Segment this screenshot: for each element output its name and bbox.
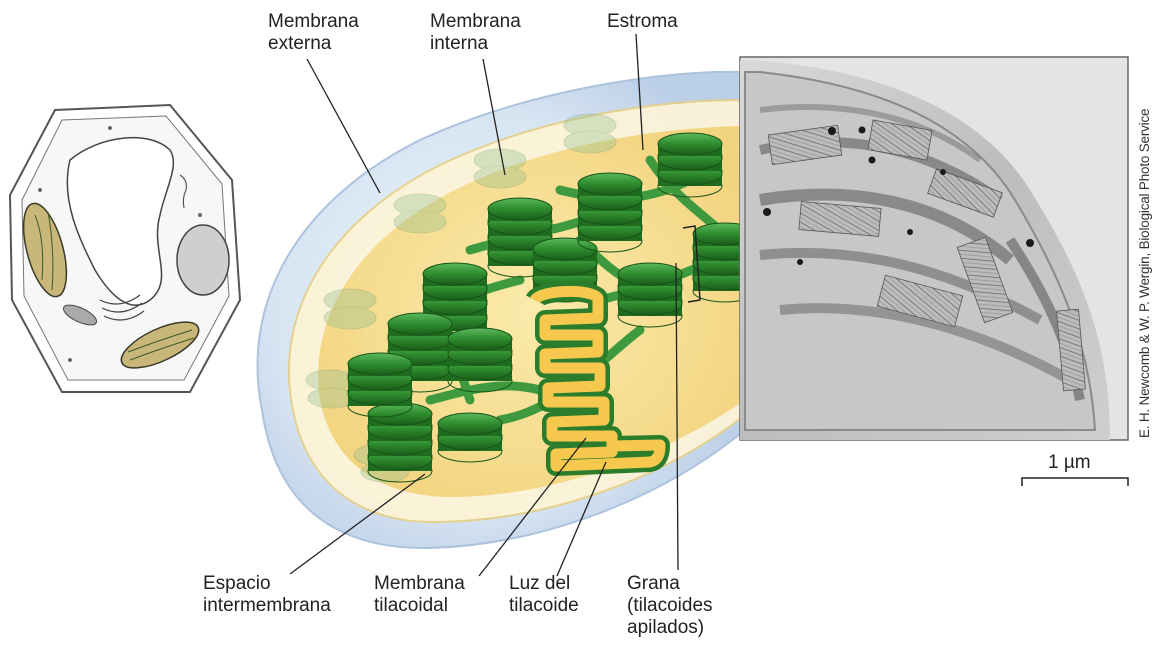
label-granum: Grana (tilacoides apilados): [627, 573, 713, 639]
thylakoid-disc: [448, 328, 512, 350]
thylakoid-disc: [658, 133, 722, 155]
chloroplast-illustration: [258, 72, 757, 548]
photo-credit: E. H. Newcomb & W. P. Wergin, Biological…: [1137, 109, 1152, 438]
scale-bar-label: 1 µm: [1048, 452, 1091, 474]
label-thylakoid-membrane: Membrana tilacoidal: [374, 573, 465, 617]
thylakoid-disc: [348, 353, 412, 375]
scale-bar: [1022, 478, 1128, 486]
plant-cell-sketch: [10, 105, 240, 392]
electron-micrograph: [740, 57, 1128, 440]
thylakoid-disc: [488, 198, 552, 220]
granum-stack: [578, 173, 642, 252]
thylakoid-disc: [423, 263, 487, 285]
thylakoid-disc: [578, 173, 642, 195]
label-thylakoid-lumen: Luz del tilacoide: [509, 573, 579, 617]
thylakoid-disc: [368, 403, 432, 425]
thylakoid-disc: [388, 313, 452, 335]
label-intermembrane-space: Espacio intermembrana: [203, 573, 331, 617]
thylakoid-disc: [438, 413, 502, 435]
thylakoid-disc: [618, 263, 682, 285]
label-stroma: Estroma: [607, 11, 678, 33]
label-inner-membrane: Membrana interna: [430, 11, 521, 55]
label-outer-membrane: Membrana externa: [268, 11, 359, 55]
